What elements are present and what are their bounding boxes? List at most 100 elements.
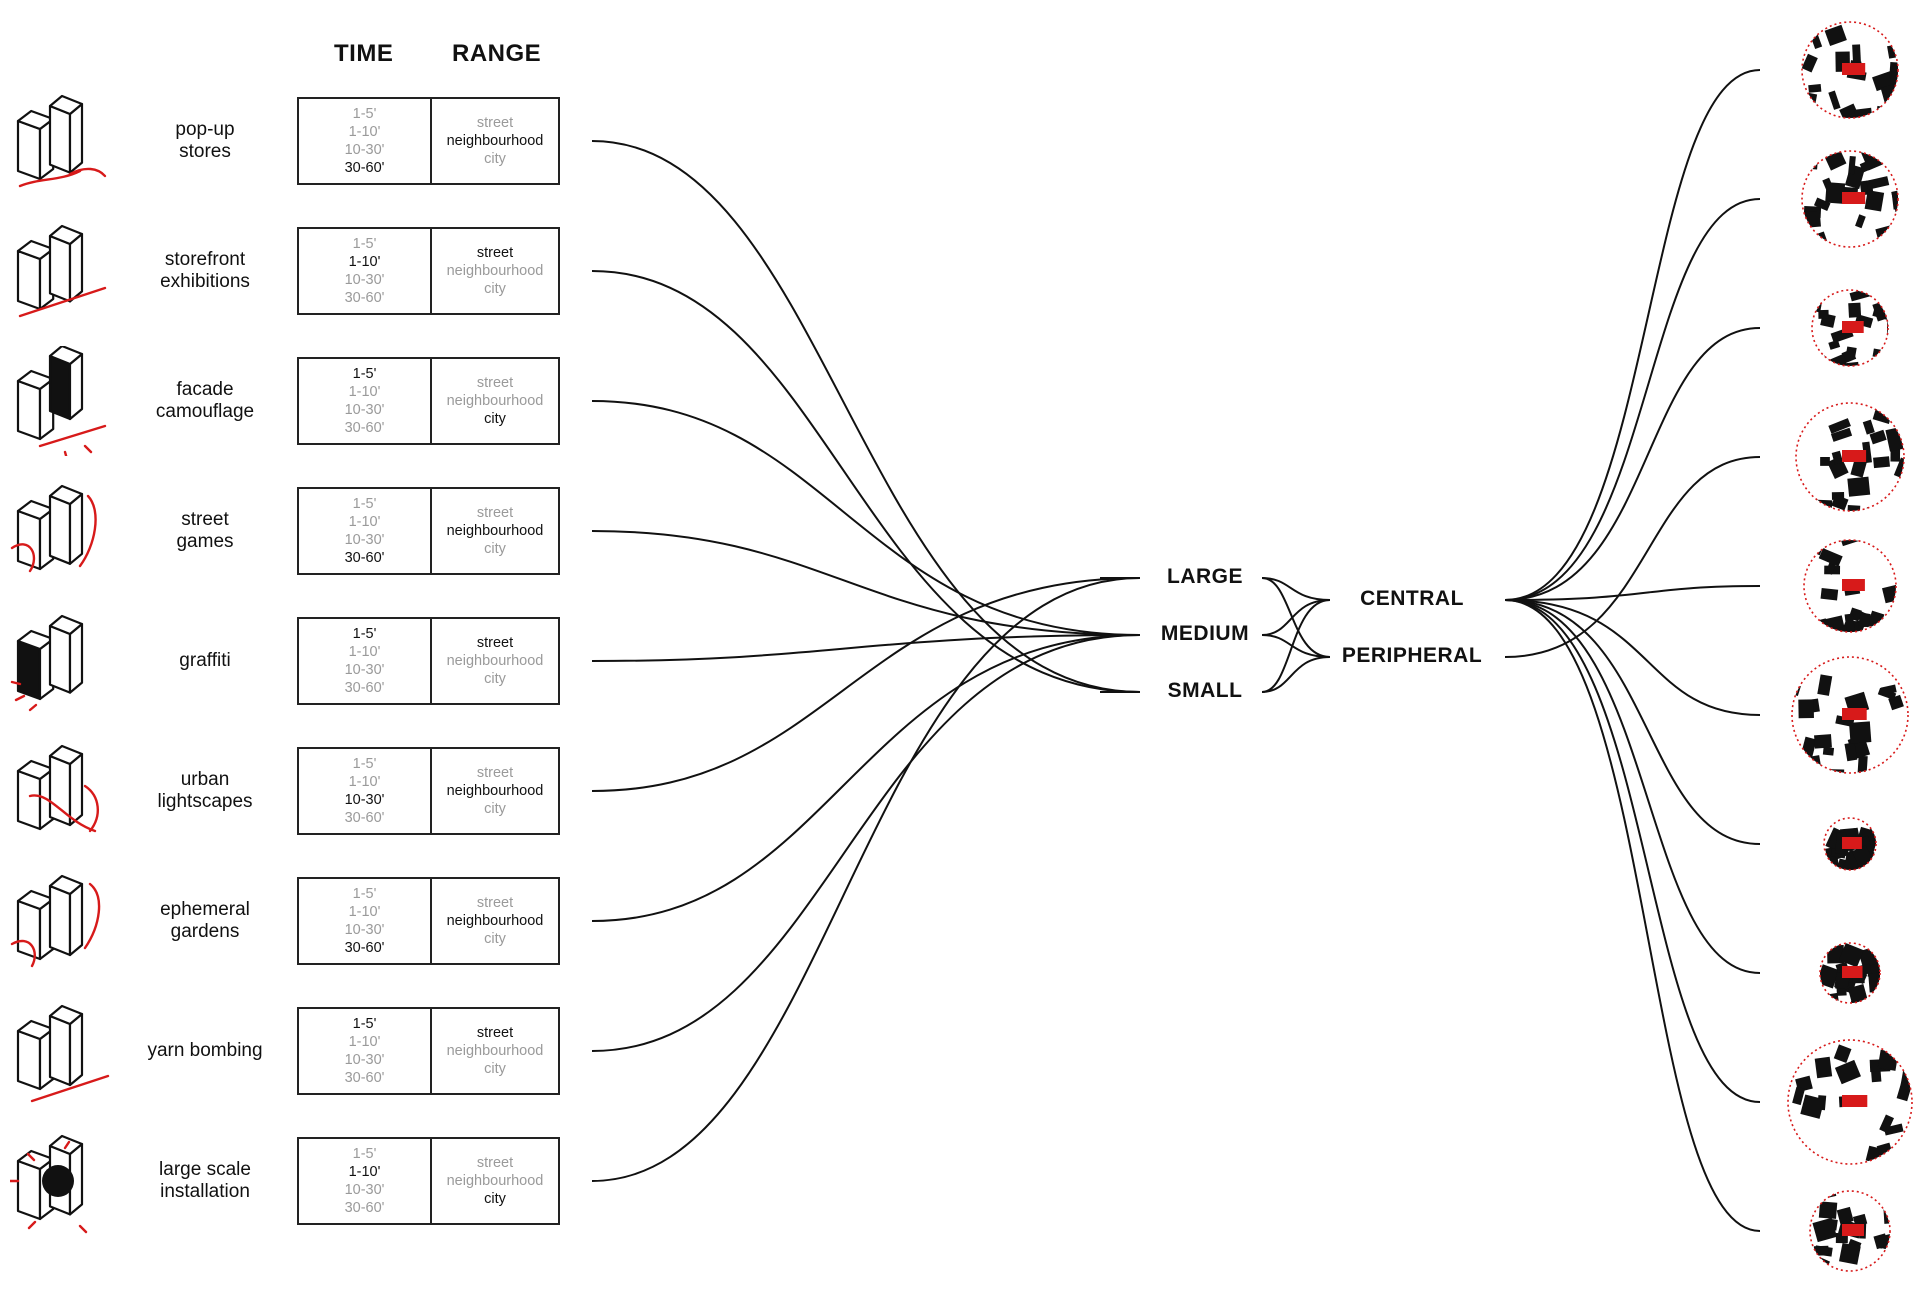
range-option: city <box>484 671 506 687</box>
range-option: neighbourhood <box>446 1173 544 1189</box>
range-option: street <box>476 1025 514 1041</box>
time-column: 1-5'1-10'10-30'30-60' <box>299 99 432 183</box>
time-column: 1-5'1-10'10-30'30-60' <box>299 619 432 703</box>
activity-label: pop-up stores <box>175 119 235 162</box>
range-option: street <box>476 115 514 131</box>
range-option: neighbourhood <box>446 133 544 149</box>
time-option: 30-60' <box>344 290 385 306</box>
site-map-icon <box>1823 817 1877 871</box>
time-column: 1-5'1-10'10-30'30-60' <box>299 359 432 443</box>
range-option: neighbourhood <box>446 523 544 539</box>
ephemeral-gardens-icon <box>10 874 101 968</box>
time-option: 30-60' <box>344 940 385 956</box>
large-scale-installation-icon <box>10 1134 88 1234</box>
range-option: city <box>484 1191 506 1207</box>
range-option: street <box>476 375 514 391</box>
street-games-icon <box>10 484 97 573</box>
time-option: 30-60' <box>344 1070 385 1086</box>
time-column: 1-5'1-10'10-30'30-60' <box>299 489 432 573</box>
storefront-exhibitions-icon <box>16 224 107 318</box>
pop-up-stores-icon <box>16 94 107 188</box>
time-column: 1-5'1-10'10-30'30-60' <box>299 1139 432 1223</box>
site-map-icon <box>1801 21 1899 119</box>
activity-size-connector <box>591 634 1141 1052</box>
time-option: 10-30' <box>344 272 385 288</box>
site-map-icon <box>1803 539 1897 633</box>
range-option: neighbourhood <box>446 1043 544 1059</box>
range-option: city <box>484 541 506 557</box>
time-column: 1-5'1-10'10-30'30-60' <box>299 1009 432 1093</box>
activity-label: street games <box>176 509 234 552</box>
time-option: 30-60' <box>344 680 385 696</box>
site-map-icon <box>1809 1190 1891 1272</box>
activity-label: ephemeral gardens <box>160 899 250 942</box>
time-option: 10-30' <box>344 402 385 418</box>
site-map-icon <box>1795 402 1905 512</box>
activity-label: graffiti <box>179 650 231 671</box>
site-map-icon <box>1787 1039 1913 1165</box>
time-header: TIME <box>334 40 394 67</box>
time-option: 10-30' <box>344 792 385 808</box>
range-header: RANGE <box>452 40 542 67</box>
time-option: 10-30' <box>344 142 385 158</box>
time-option: 10-30' <box>344 1182 385 1198</box>
activity-size-connector <box>591 140 1141 693</box>
time-range-table: 1-5'1-10'10-30'30-60' street neighbourhood… <box>297 357 560 445</box>
time-option: 1-5' <box>352 756 377 772</box>
location-site-connector <box>1504 599 1761 845</box>
range-option: neighbourhood <box>446 263 544 279</box>
range-option: street <box>476 765 514 781</box>
size-location-connector <box>1261 599 1331 693</box>
size-label-small: SMALL <box>1167 679 1243 702</box>
range-option: street <box>476 895 514 911</box>
activity-size-connector <box>591 634 1141 922</box>
time-option: 10-30' <box>344 662 385 678</box>
range-option: street <box>476 245 514 261</box>
site-map-icon <box>1801 150 1899 248</box>
site-map-icon <box>1791 656 1909 774</box>
range-option: neighbourhood <box>446 393 544 409</box>
activity-label: storefront exhibitions <box>160 249 250 292</box>
activity-label: large scale installation <box>159 1159 251 1202</box>
yarn-bombing-icon <box>16 1004 110 1103</box>
activity-size-connector <box>591 577 1141 1182</box>
location-site-connector <box>1504 585 1761 601</box>
range-column: street neighbourhood city <box>432 229 558 313</box>
time-option: 1-5' <box>352 366 377 382</box>
time-option: 1-10' <box>348 124 381 140</box>
time-option: 30-60' <box>344 550 385 566</box>
range-option: street <box>476 1155 514 1171</box>
range-option: city <box>484 281 506 297</box>
activity-size-connector <box>591 577 1141 792</box>
activity-label: facade camouflage <box>155 379 255 422</box>
range-option: city <box>484 151 506 167</box>
range-option: neighbourhood <box>446 913 544 929</box>
range-option: city <box>484 1061 506 1077</box>
size-location-connector <box>1261 656 1331 693</box>
location-site-connector <box>1504 69 1761 601</box>
time-option: 1-10' <box>348 904 381 920</box>
time-option: 10-30' <box>344 1052 385 1068</box>
activity-label: yarn bombing <box>147 1040 263 1061</box>
range-option: neighbourhood <box>446 783 544 799</box>
time-option: 1-10' <box>348 1164 381 1180</box>
time-option: 30-60' <box>344 810 385 826</box>
range-option: street <box>476 505 514 521</box>
site-map-icon <box>1819 942 1881 1004</box>
range-option: city <box>484 801 506 817</box>
graffiti-icon <box>10 614 84 712</box>
facade-camouflage-icon <box>16 346 107 456</box>
time-option: 10-30' <box>344 532 385 548</box>
activity-size-connector <box>591 634 1141 662</box>
time-option: 1-5' <box>352 626 377 642</box>
range-column: street neighbourhood city <box>432 489 558 573</box>
time-option: 1-5' <box>352 1146 377 1162</box>
